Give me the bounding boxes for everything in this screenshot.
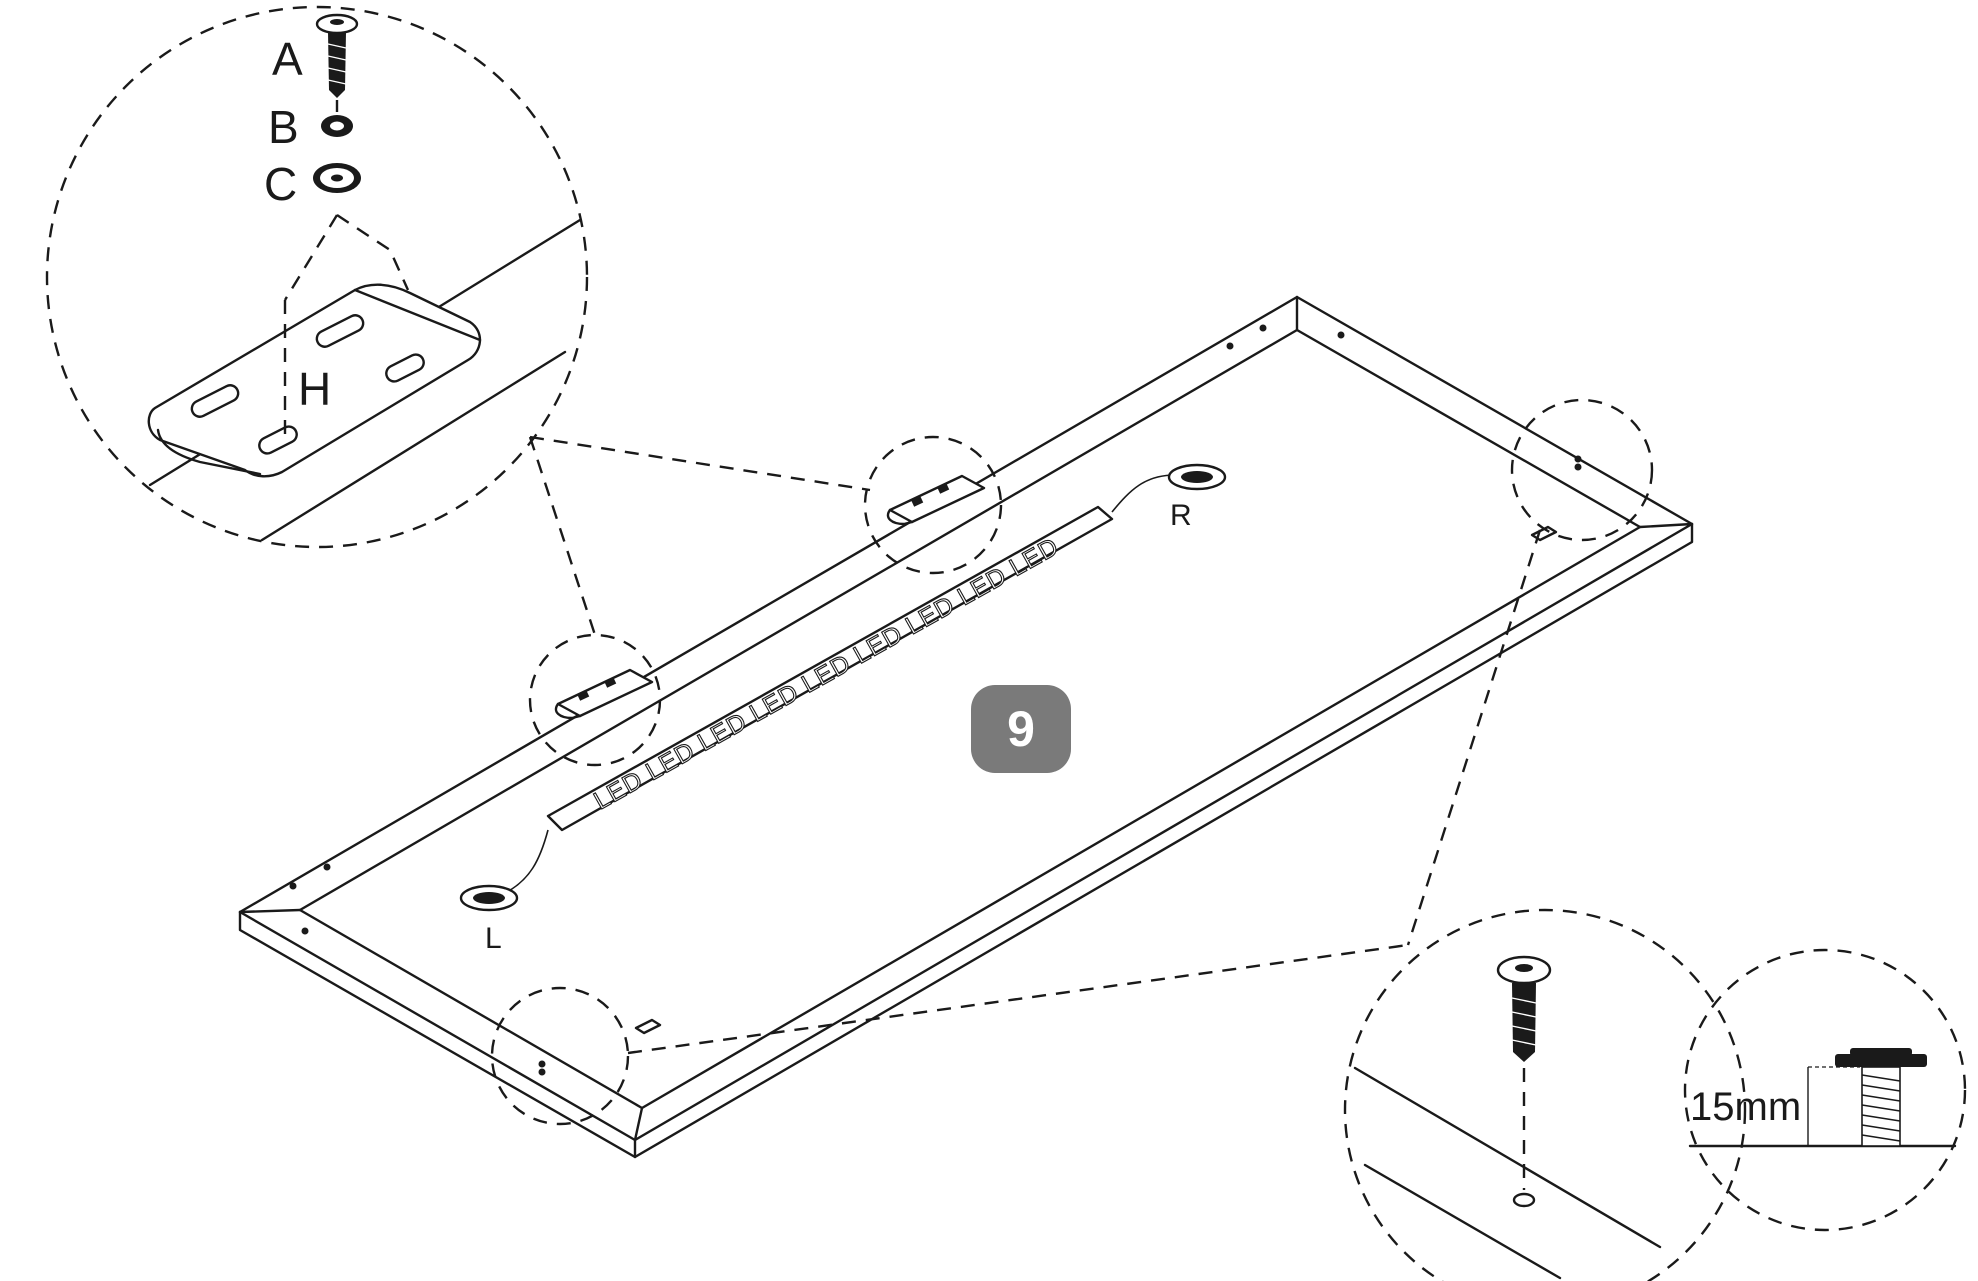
cable-port-right — [1167, 463, 1227, 491]
measurement-label: 15mm — [1690, 1085, 1801, 1129]
flat-washer-c — [313, 163, 361, 193]
bracket-right — [886, 474, 986, 526]
screw-detail — [1496, 955, 1552, 1062]
lock-washer-b — [321, 115, 353, 137]
bracket-left — [554, 668, 654, 720]
step-number-badge: 9 — [971, 685, 1071, 773]
screw-a — [315, 13, 359, 98]
label-bracket-h: H — [298, 363, 331, 415]
detail-bracket-hardware: A B C H — [45, 5, 589, 549]
mirror-frame — [238, 295, 1694, 1159]
corner-clip-left — [538, 1018, 662, 1076]
cable-port-left — [459, 884, 519, 912]
callout-bracket-right — [863, 435, 1003, 575]
detail-screw-insert — [1343, 908, 1747, 1281]
port-label-left: L — [485, 922, 502, 955]
callout-corner-right — [1510, 398, 1654, 542]
thread-lines — [1861, 1074, 1901, 1142]
detail-measurement: 15mm — [1683, 948, 1967, 1232]
label-flat-washer-c: C — [264, 158, 297, 210]
label-lock-washer-b: B — [268, 101, 299, 153]
step-number: 9 — [1007, 701, 1035, 757]
callout-bracket-left — [528, 633, 662, 767]
port-label-right: R — [1170, 499, 1192, 532]
label-screw-a: A — [272, 33, 303, 85]
bracket-slots — [190, 314, 425, 455]
callout-corner-left — [490, 986, 630, 1126]
